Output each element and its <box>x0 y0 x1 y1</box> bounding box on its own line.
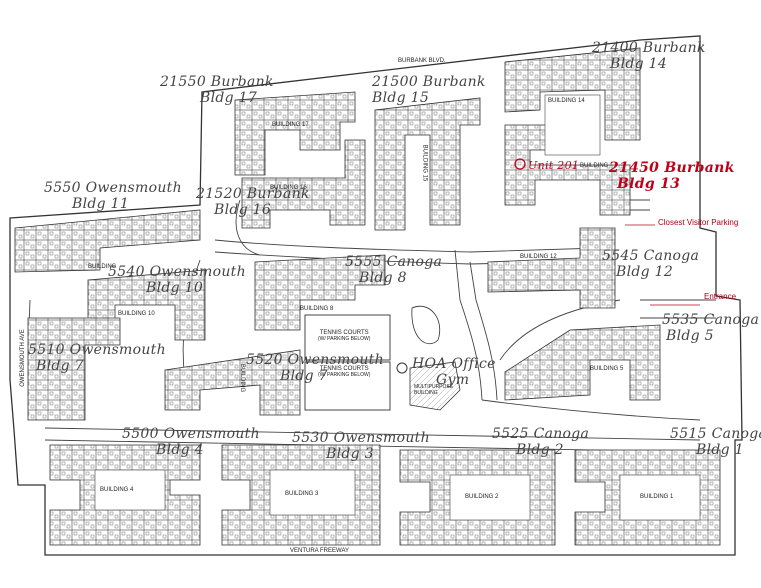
building-12 <box>487 227 616 309</box>
unit-marker-label: Unit 201 <box>528 159 580 172</box>
hoa-office-marker <box>396 362 408 374</box>
street-owensmouth: OWENSMOUTH AVE <box>19 329 26 387</box>
multipurpose-label: MULTIPURPOSE BUILDING <box>414 384 454 396</box>
plan-label-b16: BUILDING 16 <box>270 185 307 191</box>
plan-label-b13: BUILDING <box>580 163 609 169</box>
plan-label-b3: BUILDING 3 <box>285 491 319 497</box>
building-14 <box>504 47 641 141</box>
multipurpose-building <box>409 361 461 411</box>
courtyards <box>94 94 701 521</box>
unit-marker-circle <box>514 158 526 170</box>
plan-label-b10: BUILDING 10 <box>118 311 155 317</box>
entrance-label: Entrance <box>704 292 737 301</box>
property-boundary <box>9 35 743 556</box>
plan-label-b2: BUILDING 2 <box>465 494 499 500</box>
street-ventura: VENTURA FREEWAY <box>290 548 350 554</box>
plan-label-b8: BUILDING 8 <box>300 306 334 312</box>
plan-label-b15: BUILDING 15 <box>421 144 428 182</box>
building-7 <box>164 349 301 416</box>
building-5 <box>504 324 661 401</box>
plan-label-b5: BUILDING 5 <box>590 366 624 372</box>
building-9 <box>27 317 121 421</box>
building-11 <box>14 209 201 273</box>
plan-label-b17: BUILDING 17 <box>272 122 309 128</box>
plan-label-b4: BUILDING 4 <box>100 487 134 493</box>
tennis-label-2: TENNIS COURTS(W/ PARKING BELOW) <box>318 366 371 378</box>
plan-label-b1: BUILDING 1 <box>640 494 674 500</box>
plan-label-b14: BUILDING 14 <box>548 98 585 104</box>
tennis-courts <box>304 314 391 411</box>
plan-label-b11: BUILDING <box>88 264 117 270</box>
closest-visitor-parking: Closest Visitor Parking <box>658 218 739 227</box>
tennis-label-1: TENNIS COURTS(W/ PARKING BELOW) <box>318 330 371 342</box>
plan-label-b7: BUILDING <box>239 363 246 393</box>
street-burbank: BURBANK BLVD. <box>398 58 446 64</box>
plan-label-b12: BUILDING 12 <box>520 254 557 260</box>
building-17 <box>234 91 356 176</box>
building-8 <box>254 254 386 331</box>
pond <box>411 305 441 345</box>
building-16 <box>241 139 366 229</box>
building-15 <box>374 97 481 231</box>
